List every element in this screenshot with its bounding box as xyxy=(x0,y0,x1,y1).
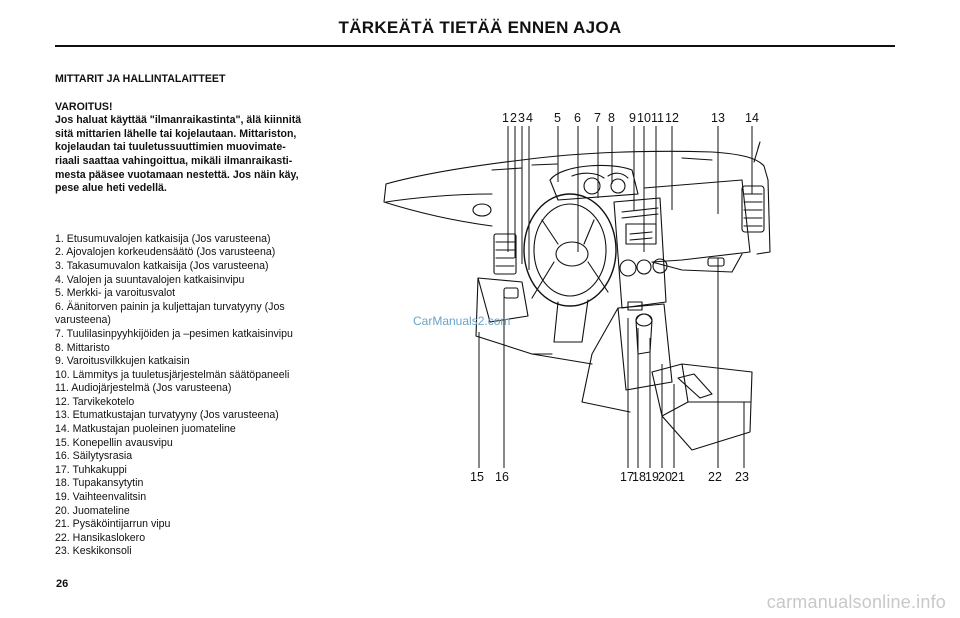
warning-heading: VAROITUS! xyxy=(55,100,113,113)
callout-4: 4 xyxy=(526,111,533,125)
legend-item: 4. Valojen ja suuntavalojen katkaisinvip… xyxy=(55,273,245,286)
warning-line: mesta pääsee vuotamaan nestettä. Jos näi… xyxy=(55,168,299,181)
warning-line: kojelaudan tai tuuletussuuttimien muovim… xyxy=(55,141,286,154)
warning-line: riaali saattaa vahingoittua, mikäli ilma… xyxy=(55,154,293,167)
callout-1: 1 xyxy=(502,111,509,125)
callout-18: 18 xyxy=(632,470,646,484)
title-rule xyxy=(55,45,895,47)
legend-item: 19. Vaihteenvalitsin xyxy=(55,491,147,504)
callout-7: 7 xyxy=(594,111,601,125)
legend-item: 5. Merkki- ja varoitusvalot xyxy=(55,287,176,300)
site-watermark: CarManuals2.com xyxy=(413,314,511,328)
footer-watermark: carmanualsonline.info xyxy=(766,592,946,612)
callout-15: 15 xyxy=(470,470,484,484)
legend-item: 17. Tuhkakuppi xyxy=(55,463,127,476)
warning-text: Jos haluat käyttää "ilmanraikastinta", ä… xyxy=(55,114,325,196)
callout-19: 19 xyxy=(645,470,659,484)
legend-item: 6. Äänitorven painin ja kuljettajan turv… xyxy=(55,300,285,327)
legend-item: 10. Lämmitys ja tuuletusjärjestelmän sää… xyxy=(55,368,290,381)
callout-9: 9 xyxy=(629,111,636,125)
callout-14: 14 xyxy=(745,111,759,125)
warning-line: Jos haluat käyttää "ilmanraikastinta", ä… xyxy=(55,114,302,127)
legend-item: 7. Tuulilasinpyyhkijöiden ja –pesimen ka… xyxy=(55,327,293,340)
legend-item: 13. Etumatkustajan turvatyyny (Jos varus… xyxy=(55,409,279,422)
callout-17: 17 xyxy=(620,470,634,484)
page-title: TÄRKEÄTÄ TIETÄÄ ENNEN AJOA xyxy=(338,18,622,37)
callout-3: 3 xyxy=(518,111,525,125)
leader-lines xyxy=(478,126,753,468)
callout-6: 6 xyxy=(574,111,581,125)
legend-item: 22. Hansikaslokero xyxy=(55,531,146,544)
page-number: 26 xyxy=(56,578,69,590)
component-legend: 1. Etusumuvalojen katkaisija (Jos varust… xyxy=(55,233,325,559)
legend-item: 2. Ajovalojen korkeudensäätö (Jos varust… xyxy=(55,246,276,259)
callout-12: 12 xyxy=(665,111,679,125)
warning-line: sitä mittarien lähelle tai kojelautaan. … xyxy=(55,127,297,140)
legend-item: 15. Konepellin avausvipu xyxy=(55,436,173,449)
section-heading: MITTARIT JA HALLINTALAITTEET xyxy=(55,73,226,85)
legend-item: 11. Audiojärjestelmä (Jos varusteena) xyxy=(55,382,232,395)
legend-item: 23. Keskikonsoli xyxy=(55,545,132,558)
callout-16: 16 xyxy=(495,470,509,484)
dashboard-diagram: 1 2 3 4 5 6 7 8 9 10 11 12 13 14 15 16 1… xyxy=(382,102,784,500)
text-column: MITTARIT JA HALLINTALAITTEET VAROITUS! J… xyxy=(55,73,325,559)
legend-item: 12. Tarvikekotelo xyxy=(55,395,135,408)
legend-item: 18. Tupakansytytin xyxy=(55,477,144,490)
callout-13: 13 xyxy=(711,111,725,125)
legend-item: 9. Varoitusvilkkujen katkaisin xyxy=(55,355,190,368)
callout-20: 20 xyxy=(658,470,672,484)
legend-item: 16. Säilytysrasia xyxy=(55,450,133,463)
callout-22: 22 xyxy=(708,470,722,484)
warning-line: pese alue heti vedellä. xyxy=(55,182,167,195)
callout-5: 5 xyxy=(554,111,561,125)
legend-item: 3. Takasumuvalon katkaisija (Jos varuste… xyxy=(55,259,269,272)
legend-item: 8. Mittaristo xyxy=(55,341,110,354)
legend-item: 20. Juomateline xyxy=(55,504,130,517)
legend-item: 21. Pysäköintijarrun vipu xyxy=(55,518,171,531)
callout-11: 11 xyxy=(651,111,664,125)
callout-10: 10 xyxy=(637,111,651,125)
callout-23: 23 xyxy=(735,470,749,484)
callout-8: 8 xyxy=(608,111,615,125)
callout-2: 2 xyxy=(510,111,517,125)
dashboard-illustration xyxy=(383,141,771,451)
callout-21: 21 xyxy=(671,470,685,484)
legend-item: 14. Matkustajan puoleinen juomateline xyxy=(55,423,236,436)
legend-item: 1. Etusumuvalojen katkaisija (Jos varust… xyxy=(55,232,271,245)
